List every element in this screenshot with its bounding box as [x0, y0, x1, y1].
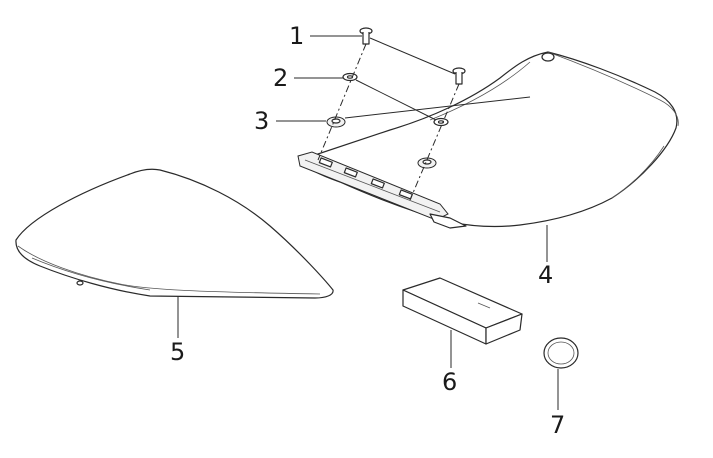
- callout-labels: 1 2 3 4 5 6 7: [170, 22, 565, 439]
- callout-6: 6: [442, 368, 457, 396]
- assembly-axis-lines: [317, 43, 460, 201]
- callout-7: 7: [550, 411, 565, 439]
- part-6-block: [402, 277, 523, 345]
- part-7-disc: [543, 337, 579, 369]
- part-3-grommets: [326, 116, 437, 169]
- part-4-seat-body: [297, 51, 679, 229]
- callout-2: 2: [273, 64, 288, 92]
- part-1-screws: [359, 27, 466, 85]
- callout-5: 5: [170, 338, 185, 366]
- callout-3: 3: [254, 107, 269, 135]
- callout-4: 4: [538, 261, 553, 289]
- callout-1: 1: [289, 22, 304, 50]
- part-5-cover: [15, 168, 334, 299]
- leader-lines: [177, 35, 559, 410]
